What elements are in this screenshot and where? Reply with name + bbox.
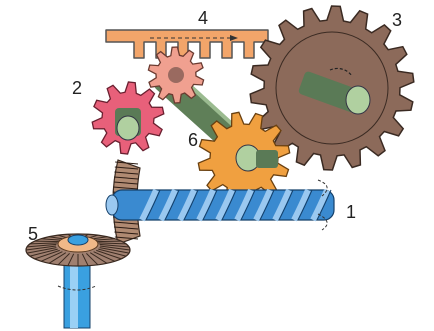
bevel-gear bbox=[26, 234, 130, 328]
label-bevel-gear: 5 bbox=[28, 224, 38, 244]
pinion-gear bbox=[148, 47, 203, 103]
label-worm: 1 bbox=[346, 202, 356, 222]
label-middle-gear: 6 bbox=[188, 130, 198, 150]
label-rack: 4 bbox=[198, 8, 208, 28]
label-large-gear: 3 bbox=[392, 10, 402, 30]
bevel-tooth bbox=[96, 241, 121, 242]
small-gear bbox=[92, 82, 164, 154]
bevel-tooth bbox=[35, 241, 60, 242]
label-small-gear: 2 bbox=[72, 78, 82, 98]
worm bbox=[106, 180, 334, 230]
